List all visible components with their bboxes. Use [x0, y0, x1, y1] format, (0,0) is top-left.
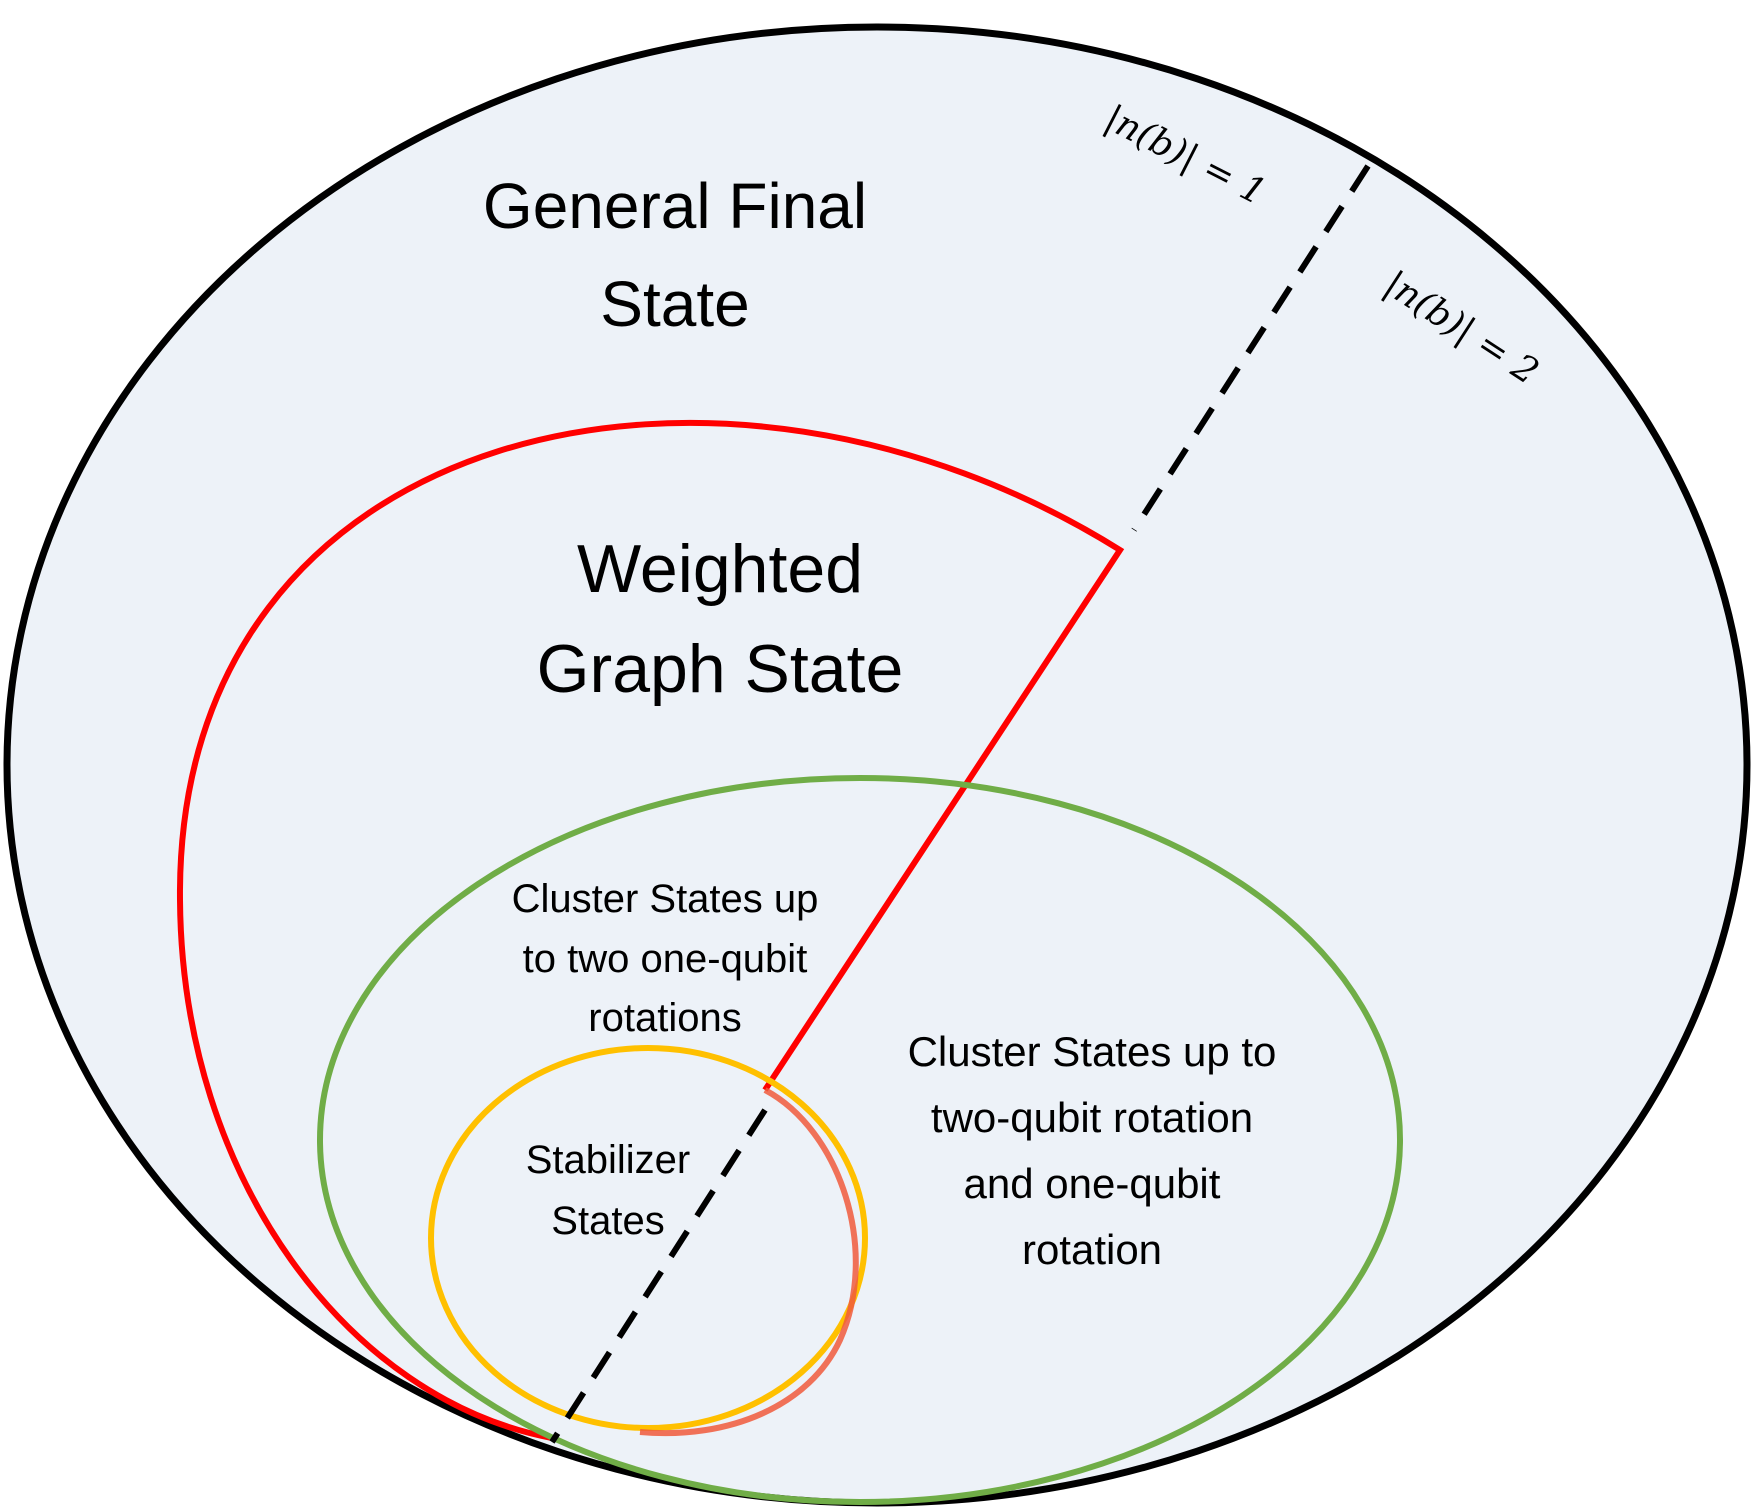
weighted-graph-state-label-line2: Graph State — [537, 631, 904, 707]
stabilizer-states-label-line1: Stabilizer — [526, 1138, 691, 1182]
cluster-one-qubit-label-line3: rotations — [588, 996, 741, 1040]
cluster-two-qubit-label-line3: and one-qubit — [964, 1160, 1221, 1207]
weighted-graph-state-label-line1: Weighted — [577, 531, 863, 607]
cluster-two-qubit-label-line4: rotation — [1022, 1226, 1162, 1273]
cluster-states-region — [317, 775, 1403, 1505]
stabilizer-red-overlap-arc — [639, 1087, 859, 1437]
cluster-two-qubit-label-line1: Cluster States up to — [908, 1028, 1277, 1075]
general-final-state-region — [3, 23, 1751, 1507]
stabilizer-states-label-line2: States — [551, 1199, 664, 1243]
general-final-state-label-line2: State — [600, 268, 749, 340]
cluster-two-qubit-label-line2: two-qubit rotation — [931, 1094, 1253, 1141]
cluster-one-qubit-label-line1: Cluster States up — [512, 877, 819, 921]
cluster-one-qubit-label-line2: to two one-qubit — [523, 937, 808, 981]
divider-line-lower — [549, 1108, 768, 1444]
general-final-state-label-line1: General Final — [483, 170, 867, 242]
stabilizer-states-region — [428, 1045, 868, 1431]
weighted-graph-state-region — [176, 419, 1125, 1441]
divider-line-upper — [1131, 164, 1371, 532]
